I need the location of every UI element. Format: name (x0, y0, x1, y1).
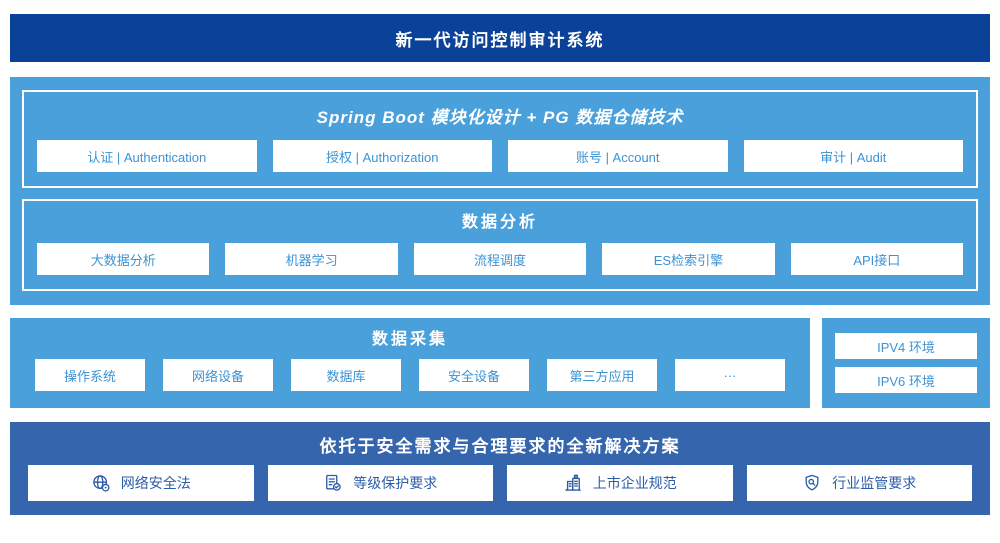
solution-item-classified-protection: 等级保护要求 (267, 465, 493, 501)
solution-item-label: 上市企业规范 (592, 475, 677, 491)
environments-section: IPV4 环境 IPV6 环境 (822, 318, 990, 408)
env-item-ipv4: IPV4 环境 (835, 333, 977, 359)
module-item-authorization: 授权 | Authorization (272, 140, 492, 172)
analysis-panel-title: 数据分析 (461, 214, 538, 231)
collection-item-more: ··· (675, 359, 785, 391)
system-title-bar: 新一代访问控制审计系统 (10, 14, 990, 62)
system-title: 新一代访问控制审计系统 (395, 30, 605, 50)
collection-item-os: 操作系统 (35, 359, 145, 391)
collection-item-thirdparty: 第三方应用 (547, 359, 657, 391)
module-item-audit: 审计 | Audit (743, 140, 963, 172)
solution-item-listed-company: 上市企业规范 (507, 465, 733, 501)
solution-title: 依托于安全需求与合理要求的全新解决方案 (319, 437, 681, 456)
solution-item-label: 等级保护要求 (353, 475, 438, 491)
solution-item-label: 行业监管要求 (832, 475, 917, 491)
analysis-row: 大数据分析 机器学习 流程调度 ES检索引擎 API接口 (37, 243, 964, 275)
shield-search-icon (802, 473, 822, 493)
solution-item-industry-regulation: 行业监管要求 (746, 465, 972, 501)
env-item-ipv6: IPV6 环境 (835, 367, 977, 393)
collection-title: 数据采集 (371, 331, 448, 348)
collection-items-row: 操作系统 网络设备 数据库 安全设备 第三方应用 ··· (35, 359, 785, 391)
solution-section: 依托于安全需求与合理要求的全新解决方案 网络安全法 (10, 422, 990, 515)
modules-panel-title: Spring Boot 模块化设计 + PG 数据仓储技术 (316, 108, 684, 127)
collection-item-network-device: 网络设备 (163, 359, 273, 391)
analysis-item-workflow: 流程调度 (413, 243, 587, 275)
collection-item-security-device: 安全设备 (419, 359, 529, 391)
analysis-item-api: API接口 (790, 243, 964, 275)
globe-network-icon (91, 473, 111, 493)
module-item-account: 账号 | Account (508, 140, 728, 172)
analysis-item-ml: 机器学习 (225, 243, 398, 275)
analysis-panel: 数据分析 大数据分析 机器学习 流程调度 ES检索引擎 API接口 (22, 199, 978, 291)
analysis-item-es: ES检索引擎 (602, 243, 775, 275)
collection-row: 数据采集 操作系统 网络设备 数据库 安全设备 第三方应用 ··· IPV4 环… (10, 318, 990, 408)
collection-item-database: 数据库 (291, 359, 401, 391)
building-icon (563, 473, 583, 493)
collection-section: 数据采集 操作系统 网络设备 数据库 安全设备 第三方应用 ··· (10, 318, 810, 408)
solution-item-label: 网络安全法 (120, 475, 191, 491)
platform-section: Spring Boot 模块化设计 + PG 数据仓储技术 认证 | Authe… (10, 77, 990, 305)
diagram-canvas: 新一代访问控制审计系统 Spring Boot 模块化设计 + PG 数据仓储技… (0, 14, 1000, 543)
analysis-item-bigdata: 大数据分析 (37, 243, 210, 275)
modules-row: 认证 | Authentication 授权 | Authorization 账… (37, 140, 963, 172)
modules-panel: Spring Boot 模块化设计 + PG 数据仓储技术 认证 | Authe… (22, 90, 978, 188)
module-item-authentication: 认证 | Authentication (37, 140, 257, 172)
solution-row: 网络安全法 等级保护要求 (28, 465, 972, 501)
document-check-icon (323, 473, 343, 493)
solution-item-cybersecurity-law: 网络安全法 (28, 465, 254, 501)
